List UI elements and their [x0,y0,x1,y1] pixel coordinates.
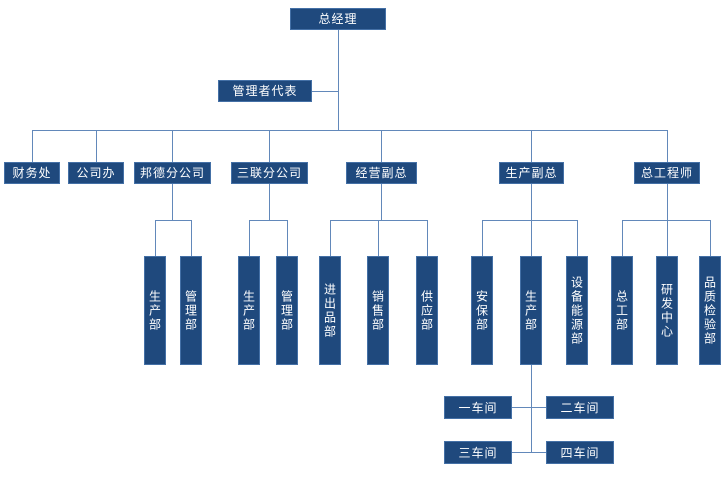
connector-line [172,130,173,162]
connector-line [577,220,578,256]
connector-line [482,220,577,221]
connector-line [155,220,191,221]
connector-line [287,220,288,256]
connector-line [531,365,532,453]
connector-line [249,220,250,256]
connector-line [531,220,532,256]
node-workshop-4: 四车间 [546,441,614,464]
connector-line [667,130,668,162]
connector-line [381,184,382,220]
connector-line [531,130,532,162]
connector-line [512,407,546,408]
connector-line [172,184,173,220]
node-workshop-1: 一车间 [444,396,512,419]
connector-line [32,130,33,162]
connector-line [330,220,331,256]
connector-line [667,220,668,256]
connector-line [427,220,428,256]
connector-line [710,220,711,256]
node-workshop-3: 三车间 [444,441,512,464]
node-chief-engineering-dept: 总工部 [611,256,633,365]
node-equipment-energy-dept: 设备能源部 [566,256,588,365]
connector-line [249,220,287,221]
node-workshop-2: 二车间 [546,396,614,419]
connector-line [622,220,623,256]
connector-line [378,220,379,256]
node-sales-dept: 销售部 [367,256,389,365]
connector-line [191,220,192,256]
node-bangde-production-dept: 生产部 [144,256,166,365]
connector-line [96,130,97,162]
node-import-export-dept: 进出品部 [319,256,341,365]
node-business-vp: 经营副总 [346,162,417,184]
node-security-dept: 安保部 [471,256,493,365]
node-supply-dept: 供应部 [416,256,438,365]
node-production-dept: 生产部 [520,256,542,365]
connector-line [531,184,532,220]
node-quality-inspection-dept: 品质检验部 [699,256,721,365]
node-finance-office: 财务处 [4,162,60,184]
node-sanlian-management-dept: 管理部 [276,256,298,365]
node-bangde-branch: 邦德分公司 [134,162,211,184]
node-chief-engineer: 总工程师 [634,162,700,184]
connector-line [622,220,710,221]
node-management-representative: 管理者代表 [218,80,312,102]
connector-line [312,91,338,92]
connector-line [269,130,270,162]
connector-line [155,220,156,256]
node-sanlian-branch: 三联分公司 [231,162,308,184]
node-production-vp: 生产副总 [499,162,564,184]
connector-line [338,30,339,130]
node-sanlian-production-dept: 生产部 [238,256,260,365]
connector-line [32,130,667,131]
node-general-manager: 总经理 [290,8,386,30]
connector-line [482,220,483,256]
connector-line [269,184,270,220]
connector-line [667,184,668,220]
node-company-office: 公司办 [68,162,124,184]
node-bangde-management-dept: 管理部 [180,256,202,365]
connector-line [381,130,382,162]
connector-line [512,452,546,453]
node-rd-center: 研发中心 [656,256,678,365]
